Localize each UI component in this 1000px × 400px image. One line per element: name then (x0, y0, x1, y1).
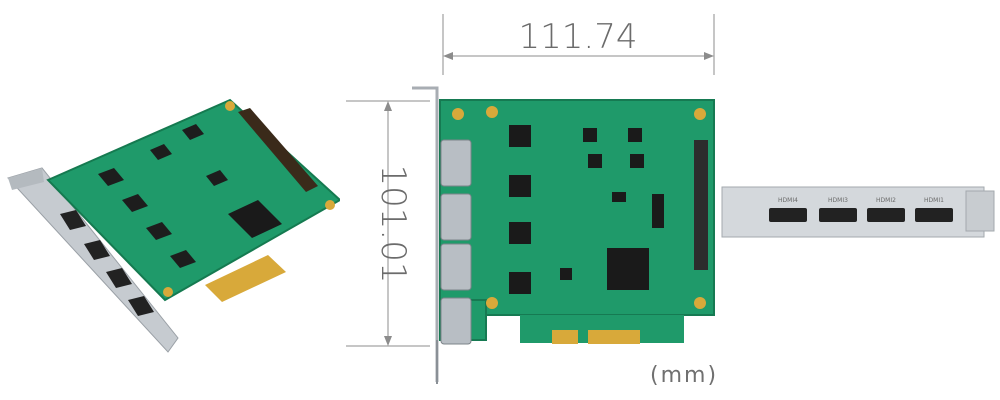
bracket-hdmi-ports (60, 210, 154, 316)
main-chip (228, 200, 282, 238)
port-label-hdmi4: HDMI4 (778, 197, 798, 204)
mounting-holes-flat (452, 106, 706, 309)
small-chips (98, 124, 228, 268)
pcie-gold-fingers (205, 255, 286, 302)
mounting-holes (163, 101, 335, 297)
card-top-view-diagram: 111.74 101.01 (346, 14, 995, 384)
chips-flat (509, 125, 664, 294)
width-dimension-label: 111.74 (519, 17, 638, 57)
card-perspective-view (7, 98, 340, 353)
card-bracket-side (412, 86, 439, 384)
port-label-hdmi3: HDMI3 (828, 197, 848, 204)
bracket-hdmi-ports-flat (769, 208, 953, 222)
height-dimension-line (346, 100, 430, 347)
card-pcb-flat (439, 99, 715, 316)
card-pcb (46, 98, 340, 302)
pcie-fingers-flat (520, 315, 684, 344)
hdmi-connectors-flat (440, 139, 472, 345)
height-dimension-label: 101.01 (373, 165, 413, 284)
pin-header (238, 108, 318, 192)
width-dimension-line (442, 14, 715, 75)
pin-header-flat (694, 140, 708, 270)
port-label-hdmi2: HDMI2 (876, 197, 896, 204)
unit-label: (mm) (650, 363, 719, 388)
port-label-hdmi1: HDMI1 (924, 197, 944, 204)
